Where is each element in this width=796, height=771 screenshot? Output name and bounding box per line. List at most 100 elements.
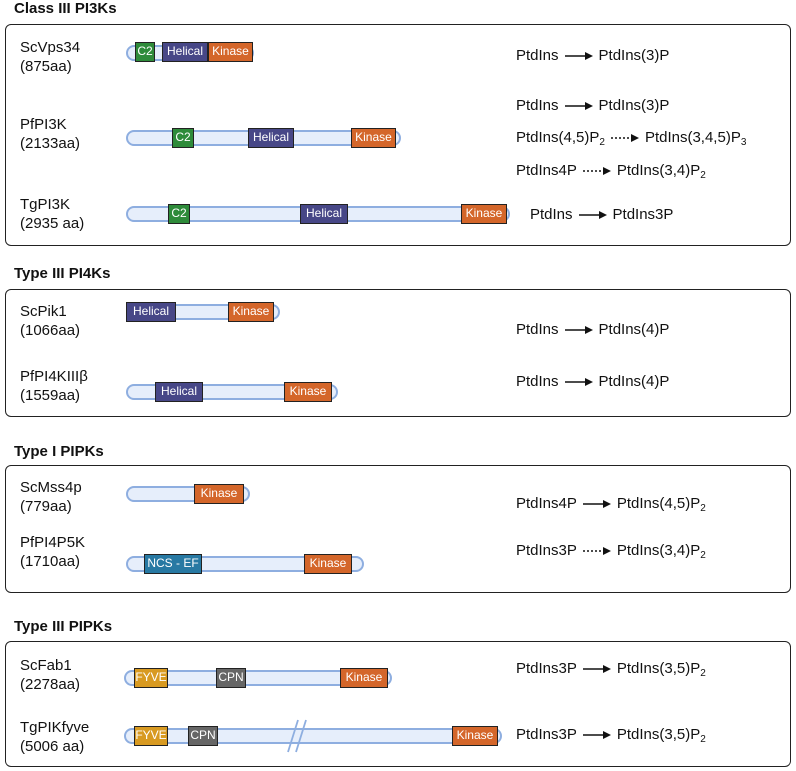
protein-name: ScMss4p (20, 479, 82, 496)
domain-helical: Helical (162, 42, 208, 62)
protein-label-pfpi3k: PfPI3K (2133aa) (20, 115, 80, 153)
protein-length: (2278aa) (20, 676, 81, 693)
solid-arrow-icon (564, 102, 593, 111)
protein-label-scvps34: ScVps34 (875aa) (20, 38, 80, 76)
domain-helical: Helical (126, 302, 176, 322)
reaction: PtdIns3P PtdIns(3,5)P2 (516, 725, 706, 745)
protein-name: PfPI4KIIIβ (20, 368, 88, 385)
protein-label-scpik1: ScPik1 (1066aa) (20, 302, 80, 340)
protein-length: (1066aa) (20, 322, 81, 339)
product: PtdIns(3,4)P2 (616, 162, 706, 181)
section-title-type-iii-pi4ks: Type III PI4Ks (14, 265, 111, 282)
substrate: PtdIns (516, 373, 559, 390)
domain-cpn: CPN (188, 726, 218, 746)
protein-label-scfab1: ScFab1 (2278aa) (20, 656, 80, 694)
reaction: PtdIns PtdIns(4)P (516, 320, 669, 340)
protein-label-pfpi4kiiib: PfPI4KIIIβ (1559aa) (20, 367, 88, 405)
solid-arrow-icon (564, 378, 593, 387)
protein-label-tgpi3k: TgPI3K (2935 aa) (20, 195, 84, 233)
product: PtdIns(4)P (598, 373, 670, 390)
dotted-arrow-icon (610, 134, 639, 143)
reaction: PtdIns PtdIns(3)P (516, 46, 669, 66)
substrate: PtdIns (516, 47, 559, 64)
dotted-arrow-icon (582, 167, 611, 176)
product: PtdIns(3,5)P2 (616, 726, 706, 745)
domain-fyve: FYVE (134, 726, 168, 746)
reaction: PtdIns(4,5)P2 PtdIns(3,4,5)P3 (516, 128, 746, 148)
product: PtdIns(3)P (598, 97, 670, 114)
section-box-type-iii-pi4ks (5, 289, 791, 417)
protein-length: (2935 aa) (20, 215, 85, 232)
protein-length: (779aa) (20, 498, 72, 515)
break-mark-icon (287, 719, 307, 753)
solid-arrow-icon (582, 731, 611, 740)
solid-arrow-icon (564, 326, 593, 335)
protein-label-pfpi4p5k: PfPI4P5K (1710aa) (20, 533, 85, 571)
domain-helical: Helical (155, 382, 203, 402)
domain-kinase: Kinase (194, 484, 244, 504)
substrate: PtdIns (516, 321, 559, 338)
reaction: PtdIns PtdIns(3)P (516, 96, 669, 116)
product: PtdIns(3,4,5)P3 (644, 129, 747, 148)
section-title-class-iii-pi3ks: Class III PI3Ks (14, 0, 117, 17)
reaction: PtdIns PtdIns(4)P (516, 372, 669, 392)
substrate: PtdIns (530, 206, 573, 223)
product: PtdIns(3,5)P2 (616, 660, 706, 679)
reaction: PtdIns3P PtdIns(3,4)P2 (516, 541, 706, 561)
protein-name: PfPI3K (20, 116, 67, 133)
substrate: PtdIns3P (516, 542, 577, 559)
section-box-type-iii-pipks (5, 641, 791, 767)
protein-bar-scfab1 (124, 670, 392, 686)
product: PtdIns3P (612, 206, 674, 223)
protein-label-tgpikfyve: TgPIKfyve (5006 aa) (20, 718, 89, 756)
domain-c2: C2 (172, 128, 194, 148)
domain-fyve: FYVE (134, 668, 168, 688)
protein-name: ScPik1 (20, 303, 67, 320)
substrate: PtdIns3P (516, 726, 577, 743)
protein-name: TgPIKfyve (20, 719, 90, 736)
substrate: PtdIns(4,5)P2 (516, 129, 605, 148)
domain-kinase: Kinase (208, 42, 253, 62)
domain-kinase: Kinase (452, 726, 498, 746)
solid-arrow-icon (564, 52, 593, 61)
domain-c2: C2 (168, 204, 190, 224)
reaction: PtdIns PtdIns3P (530, 205, 673, 225)
protein-label-scmss4p: ScMss4p (779aa) (20, 478, 82, 516)
product: PtdIns(4,5)P2 (616, 495, 706, 514)
section-title-type-iii-pipks: Type III PIPKs (14, 618, 113, 635)
protein-name: ScVps34 (20, 39, 81, 56)
domain-kinase: Kinase (284, 382, 332, 402)
domain-cpn: CPN (216, 668, 246, 688)
protein-length: (1559aa) (20, 387, 81, 404)
product: PtdIns(3,4)P2 (616, 542, 706, 561)
substrate: PtdIns (516, 97, 559, 114)
domain-kinase: Kinase (304, 554, 352, 574)
protein-length: (1710aa) (20, 553, 81, 570)
domain-ncs-ef: NCS - EF (144, 554, 202, 574)
domain-helical: Helical (248, 128, 294, 148)
domain-kinase: Kinase (351, 128, 396, 148)
reaction: PtdIns4P PtdIns(4,5)P2 (516, 494, 706, 514)
solid-arrow-icon (582, 665, 611, 674)
product: PtdIns(4)P (598, 321, 670, 338)
section-box-type-i-pipks (5, 465, 791, 593)
domain-kinase: Kinase (340, 668, 388, 688)
reaction: PtdIns3P PtdIns(3,5)P2 (516, 659, 706, 679)
protein-length: (875aa) (20, 58, 72, 75)
domain-kinase: Kinase (461, 204, 507, 224)
protein-name: PfPI4P5K (20, 534, 86, 551)
substrate: PtdIns4P (516, 495, 577, 512)
substrate: PtdIns3P (516, 660, 577, 677)
protein-bar-tgpikfyve (124, 728, 502, 744)
solid-arrow-icon (578, 211, 607, 220)
protein-length: (5006 aa) (20, 738, 85, 755)
protein-length: (2133aa) (20, 135, 81, 152)
protein-name: TgPI3K (20, 196, 71, 213)
solid-arrow-icon (582, 500, 611, 509)
section-title-type-i-pipks: Type I PIPKs (14, 443, 104, 460)
domain-helical: Helical (300, 204, 348, 224)
product: PtdIns(3)P (598, 47, 670, 64)
domain-c2: C2 (135, 42, 155, 62)
dotted-arrow-icon (582, 547, 611, 556)
